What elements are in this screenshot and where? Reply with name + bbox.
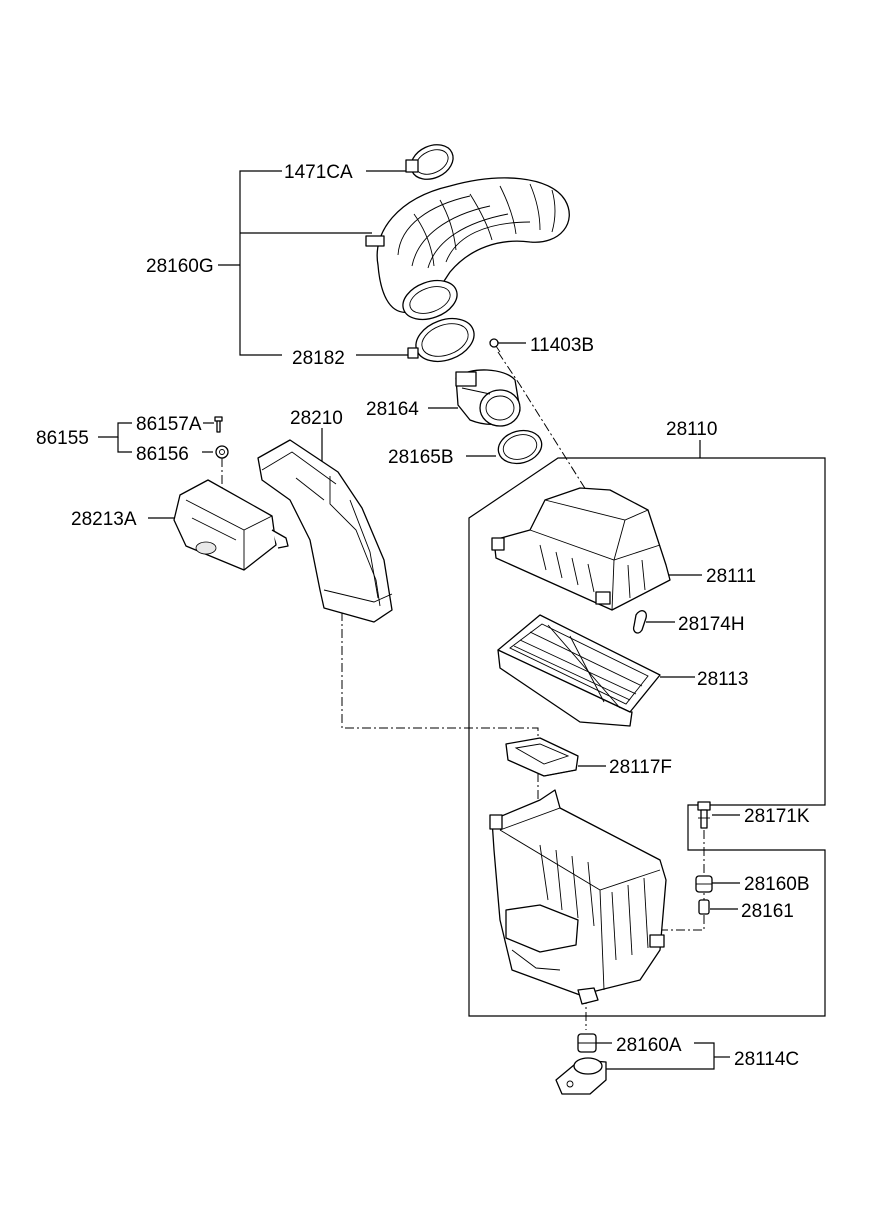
label-28210: 28210 bbox=[290, 408, 343, 429]
seal-icon bbox=[505, 737, 579, 777]
label-28111: 28111 bbox=[706, 566, 756, 587]
label-86155: 86155 bbox=[36, 428, 89, 449]
grommet-icon bbox=[577, 1033, 597, 1053]
air-cleaner-body-icon bbox=[489, 789, 667, 1005]
grommet-icon bbox=[695, 875, 713, 893]
label-28113: 28113 bbox=[697, 669, 748, 690]
label-28165B: 28165B bbox=[388, 447, 454, 468]
screw-icon bbox=[489, 338, 501, 353]
label-28164: 28164 bbox=[366, 399, 419, 420]
label-28117F: 28117F bbox=[609, 757, 672, 778]
label-86156: 86156 bbox=[136, 444, 189, 465]
label-28213A: 28213A bbox=[71, 509, 137, 530]
label-86157A: 86157A bbox=[136, 414, 202, 435]
gasket-ring-icon bbox=[497, 429, 543, 465]
label-11403B: 11403B bbox=[530, 335, 594, 356]
label-28182: 28182 bbox=[292, 348, 345, 369]
bolt-icon bbox=[214, 416, 223, 433]
cover-bracket-icon bbox=[173, 479, 289, 571]
collar-icon bbox=[698, 899, 710, 915]
label-28160A: 28160A bbox=[616, 1035, 682, 1056]
air-flow-sensor-icon bbox=[455, 369, 521, 427]
part-labels: 1471CA 28160G 28182 11403B 28164 28165B … bbox=[36, 162, 810, 1070]
label-28171K: 28171K bbox=[744, 806, 810, 827]
clip-icon bbox=[632, 610, 647, 634]
label-28161: 28161 bbox=[741, 901, 794, 922]
bolt-icon bbox=[697, 801, 711, 829]
label-28160G: 28160G bbox=[146, 256, 214, 277]
air-cleaner-cover-icon bbox=[491, 487, 671, 611]
label-1471CA: 1471CA bbox=[284, 162, 353, 183]
hose-clamp-icon bbox=[407, 317, 475, 363]
label-28160B: 28160B bbox=[744, 874, 810, 895]
label-28114C: 28114C bbox=[734, 1049, 799, 1070]
label-28110: 28110 bbox=[666, 419, 717, 440]
label-28174H: 28174H bbox=[678, 614, 745, 635]
mounting-bracket-icon bbox=[555, 1057, 607, 1095]
filter-element-icon bbox=[497, 614, 661, 727]
intake-hose-icon bbox=[365, 177, 570, 321]
hose-clamp-icon bbox=[405, 144, 454, 180]
clip-icon bbox=[215, 445, 229, 490]
air-duct-icon bbox=[257, 439, 393, 623]
